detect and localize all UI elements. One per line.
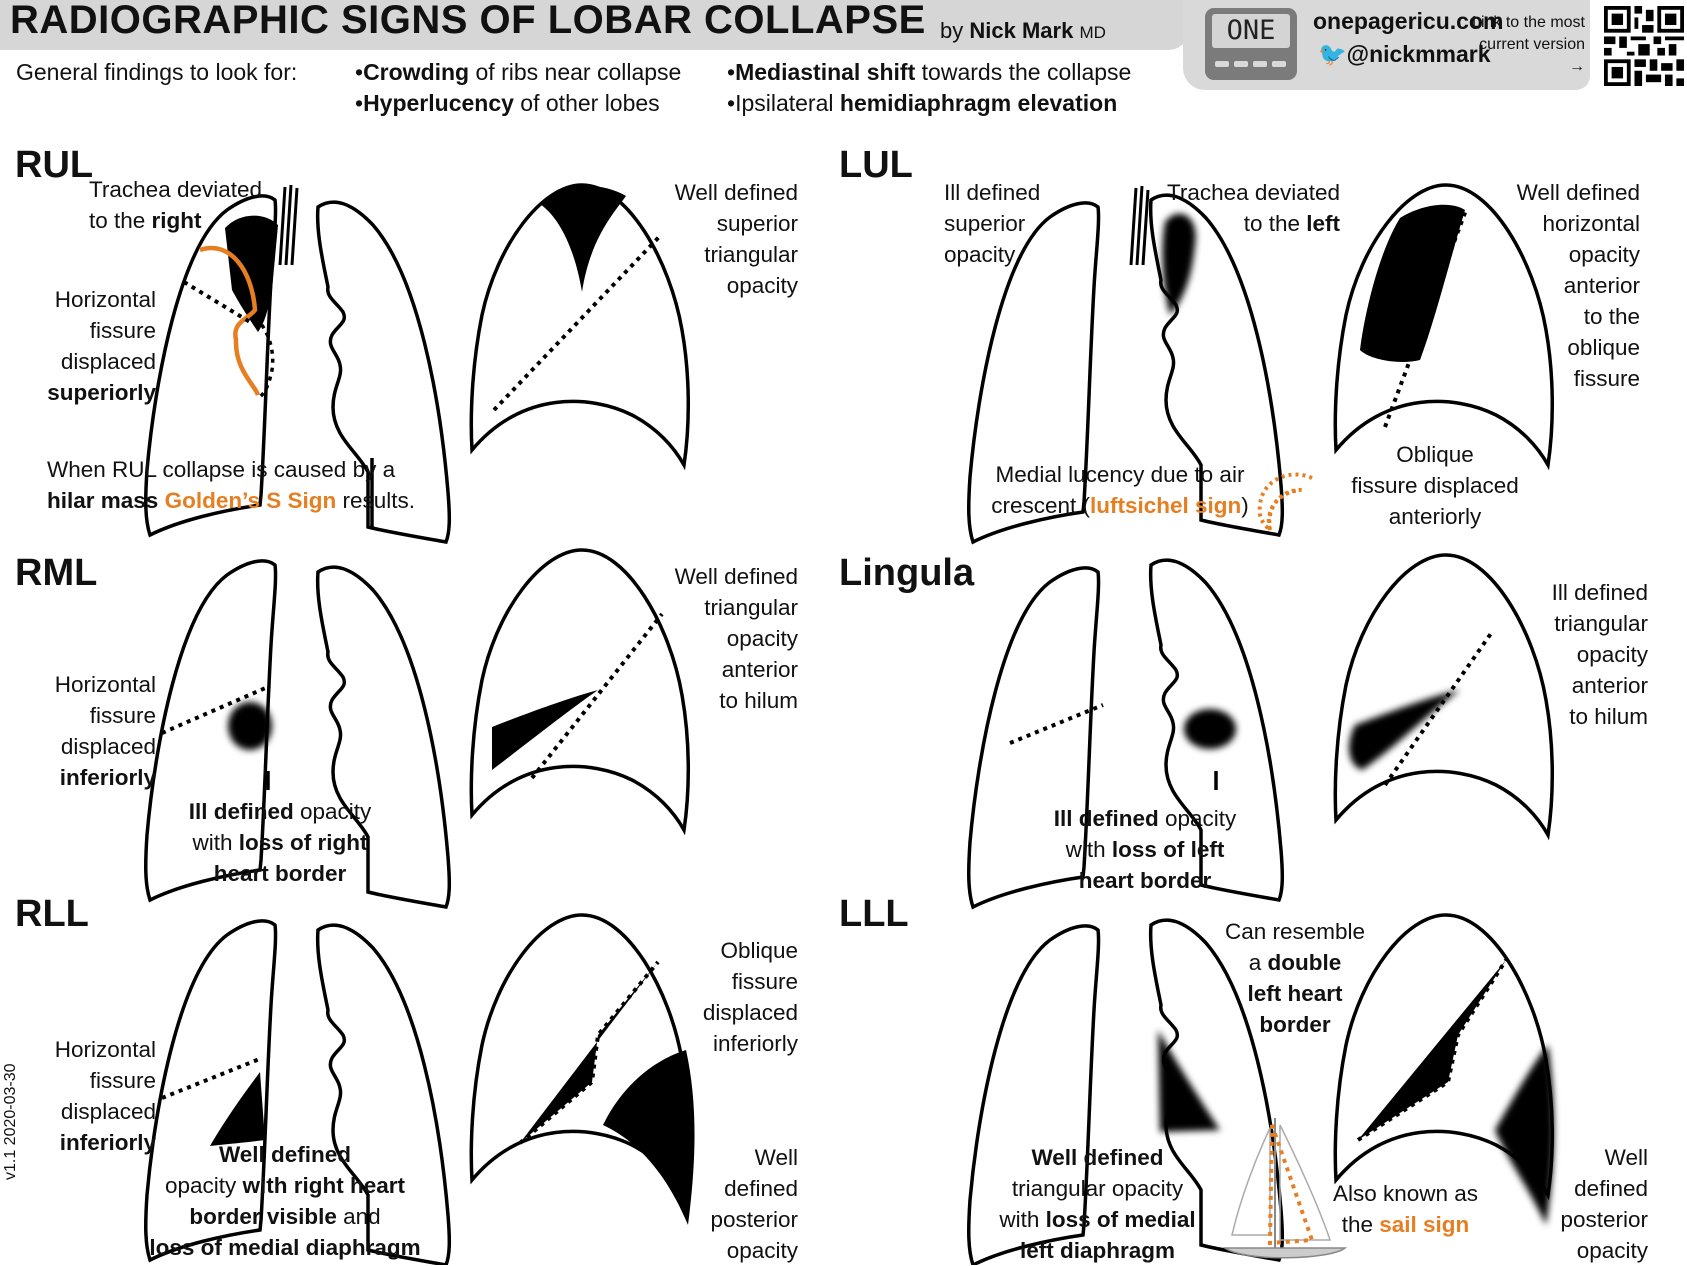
- rll-opacity-label: Well defined opacity with right heart bo…: [149, 1142, 421, 1260]
- link-current-version[interactable]: Link to the most current version →: [1472, 14, 1585, 75]
- sailboat-icon: [1222, 1118, 1348, 1259]
- twitter-handle[interactable]: 🐦@nickmmark: [1318, 41, 1491, 67]
- lul-lateral-label: Well defined horizontal opacity anterior…: [1516, 180, 1640, 391]
- lll-sail-sign-label: Also known as the sail sign: [1332, 1181, 1479, 1237]
- heading-rul: RUL: [15, 144, 94, 186]
- one-logo-text: ONE: [1212, 14, 1290, 48]
- rul-lateral-label: Well defined superior triangular opacity: [674, 180, 798, 298]
- lul-luftsichel-label: Medial lucency due to air crescent (luft…: [991, 462, 1249, 518]
- lll-posterior-label: Well defined posterior opacity: [1560, 1145, 1648, 1263]
- finding-crowding: •Crowding of ribs near collapse: [355, 59, 682, 85]
- heading-rll: RLL: [15, 893, 89, 935]
- author-name: Nick Mark: [969, 18, 1074, 43]
- logo-dot-icon: [1215, 61, 1229, 67]
- heading-rml: RML: [15, 552, 98, 594]
- lingula-opacity-label: Ill defined opacity with loss of left he…: [1053, 806, 1237, 893]
- rll-horizontal-fissure-label: Horizontal fissure displaced inferiorly: [54, 1037, 156, 1155]
- finding-mediastinal-shift: •Mediastinal shift towards the collapse: [727, 59, 1132, 85]
- rll-posterior-label: Well defined posterior opacity: [710, 1145, 798, 1263]
- finding-hemidiaphragm: •Ipsilateral hemidiaphragm elevation: [727, 90, 1118, 116]
- twitter-bird-icon: 🐦: [1318, 41, 1347, 67]
- heading-lingula: Lingula: [839, 552, 975, 594]
- rul-horizontal-fissure-label: Horizontal fissure displaced superiorly: [47, 287, 156, 405]
- heading-lll: LLL: [839, 893, 909, 935]
- lingula-lateral-label: Ill defined triangular opacity anterior …: [1551, 580, 1648, 729]
- rml-opacity-label: Ill defined opacity with loss of right h…: [188, 799, 372, 886]
- lul-oblique-fissure-label: Oblique fissure displaced anteriorly: [1351, 442, 1519, 529]
- general-findings-intro: General findings to look for:: [16, 59, 298, 85]
- rul-frontal-lung: [144, 184, 452, 544]
- byline: by Nick Mark MD: [940, 18, 1106, 43]
- site-link[interactable]: onepagericu.com: [1313, 8, 1504, 34]
- finding-hyperlucency: •Hyperlucency of other lobes: [355, 90, 660, 116]
- lll-opacity-label: Well defined triangular opacity with los…: [999, 1145, 1196, 1263]
- version-label: v1.1 2020-03-30: [2, 1063, 19, 1180]
- lul-trachea-label: Trachea deviated to the left: [1166, 180, 1340, 236]
- lul-frontal-lung: [967, 185, 1285, 544]
- lul-ill-defined-label: Ill defined superior opacity: [944, 180, 1041, 267]
- lingula-frontal-lung: [967, 558, 1285, 909]
- page-title: RADIOGRAPHIC SIGNS OF LOBAR COLLAPSE: [10, 0, 926, 42]
- rll-oblique-fissure-label: Oblique fissure displaced inferiorly: [702, 938, 798, 1056]
- luftsichel-icon: [1257, 472, 1313, 532]
- qr-code-icon[interactable]: [1604, 4, 1684, 88]
- rml-lateral-label: Well defined triangular opacity anterior…: [674, 564, 798, 713]
- rul-hilar-mass-label: When RUL collapse is caused by a hilar m…: [47, 457, 416, 513]
- logo-dot-icon: [1234, 61, 1248, 67]
- rml-frontal-lung: [144, 559, 452, 909]
- logo-dot-icon: [1272, 61, 1286, 67]
- rml-horizontal-fissure-label: Horizontal fissure displaced inferiorly: [54, 672, 156, 790]
- header-band: [0, 0, 1190, 50]
- logo-dot-icon: [1253, 61, 1267, 67]
- heading-lul: LUL: [839, 144, 913, 186]
- lll-double-border-label: Can resemble a double left heart border: [1224, 919, 1366, 1037]
- rul-trachea-label: Trachea deviated to the right: [89, 177, 263, 233]
